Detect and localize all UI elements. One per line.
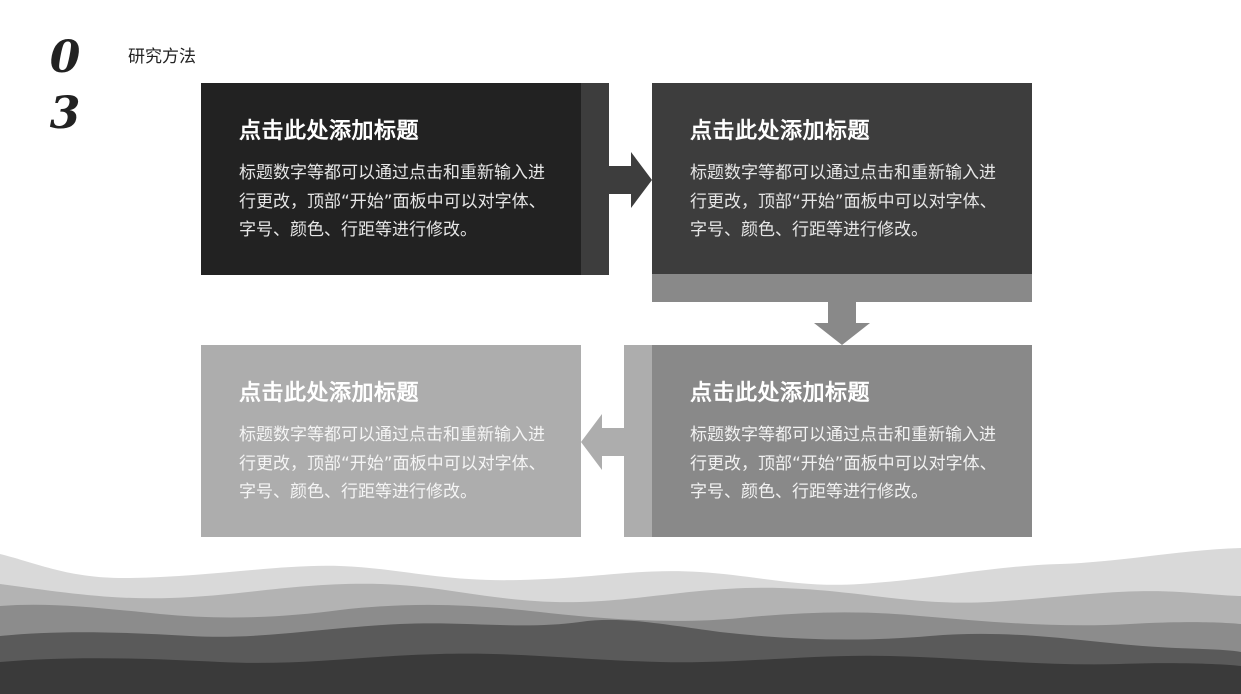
section-title: 研究方法 xyxy=(128,47,196,67)
step-2-body: 标题数字等都可以通过点击和重新输入进行更改，顶部“开始”面板中可以对字体、字号、… xyxy=(690,163,997,240)
step-4-panel xyxy=(201,345,581,537)
step-4-title: 点击此处添加标题 xyxy=(239,381,420,406)
step-2-panel xyxy=(652,83,1032,274)
step-2-bottom-bar xyxy=(652,274,1032,302)
step-box-4: 点击此处添加标题 标题数字等都可以通过点击和重新输入进行更改，顶部“开始”面板中… xyxy=(201,345,581,537)
step-box-2: 点击此处添加标题 标题数字等都可以通过点击和重新输入进行更改，顶部“开始”面板中… xyxy=(652,83,1032,302)
step-2-title: 点击此处添加标题 xyxy=(690,119,871,144)
step-4-body: 标题数字等都可以通过点击和重新输入进行更改，顶部“开始”面板中可以对字体、字号、… xyxy=(239,425,546,502)
step-1-side-bar xyxy=(581,83,609,275)
step-1-body: 标题数字等都可以通过点击和重新输入进行更改，顶部“开始”面板中可以对字体、字号、… xyxy=(239,163,546,240)
arrow-right-icon xyxy=(609,152,652,208)
step-3-title: 点击此处添加标题 xyxy=(690,381,871,406)
step-3-body: 标题数字等都可以通过点击和重新输入进行更改，顶部“开始”面板中可以对字体、字号、… xyxy=(690,425,997,502)
arrow-down-icon xyxy=(814,302,870,345)
step-box-1: 点击此处添加标题 标题数字等都可以通过点击和重新输入进行更改，顶部“开始”面板中… xyxy=(201,83,609,275)
section-number-digit-3: 3 xyxy=(49,88,81,139)
step-1-title: 点击此处添加标题 xyxy=(239,119,420,144)
step-box-3: 点击此处添加标题 标题数字等都可以通过点击和重新输入进行更改，顶部“开始”面板中… xyxy=(624,345,1032,537)
mountain-landscape-decoration xyxy=(0,548,1241,694)
arrow-left-icon xyxy=(581,414,624,470)
section-number-digit-0: 0 xyxy=(49,32,81,83)
step-3-panel xyxy=(652,345,1032,537)
step-3-side-bar xyxy=(624,345,652,537)
step-1-panel xyxy=(201,83,581,275)
